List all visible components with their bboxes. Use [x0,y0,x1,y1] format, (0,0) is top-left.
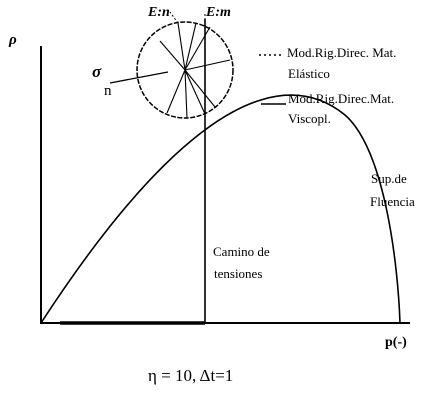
yield-surface-label-line1: Sup.de [371,171,407,186]
sigma-subscript: n [104,83,112,99]
x-axis-label: p(-) [385,335,407,350]
legend-viscopl-line2: Viscopl. [288,111,331,126]
stress-path-label-line2: tensiones [214,266,263,281]
figure-caption: η = 10, Δt=1 [148,366,234,385]
yield-surface-label-line2: Fluencia [370,194,415,209]
e-m-label: E:m [206,5,231,20]
legend-elastic-line2: Elástico [288,66,330,81]
legend-elastic-line1: Mod.Rig.Direc. Mat. [287,45,397,60]
stress-circle [136,21,234,119]
stress-path-label-line1: Camino de [213,244,270,259]
e-n-pointer [169,11,179,24]
legend-viscopl-line1: Mod.Rig.Direc.Mat. [288,91,395,106]
sigma-label: σ [92,62,102,81]
sigma-pointer-line [109,71,169,84]
direction-rays [159,22,231,119]
y-axis-label: ρ [9,32,17,48]
e-n-label: E:n [148,5,170,20]
yield-surface-curve [40,94,401,324]
